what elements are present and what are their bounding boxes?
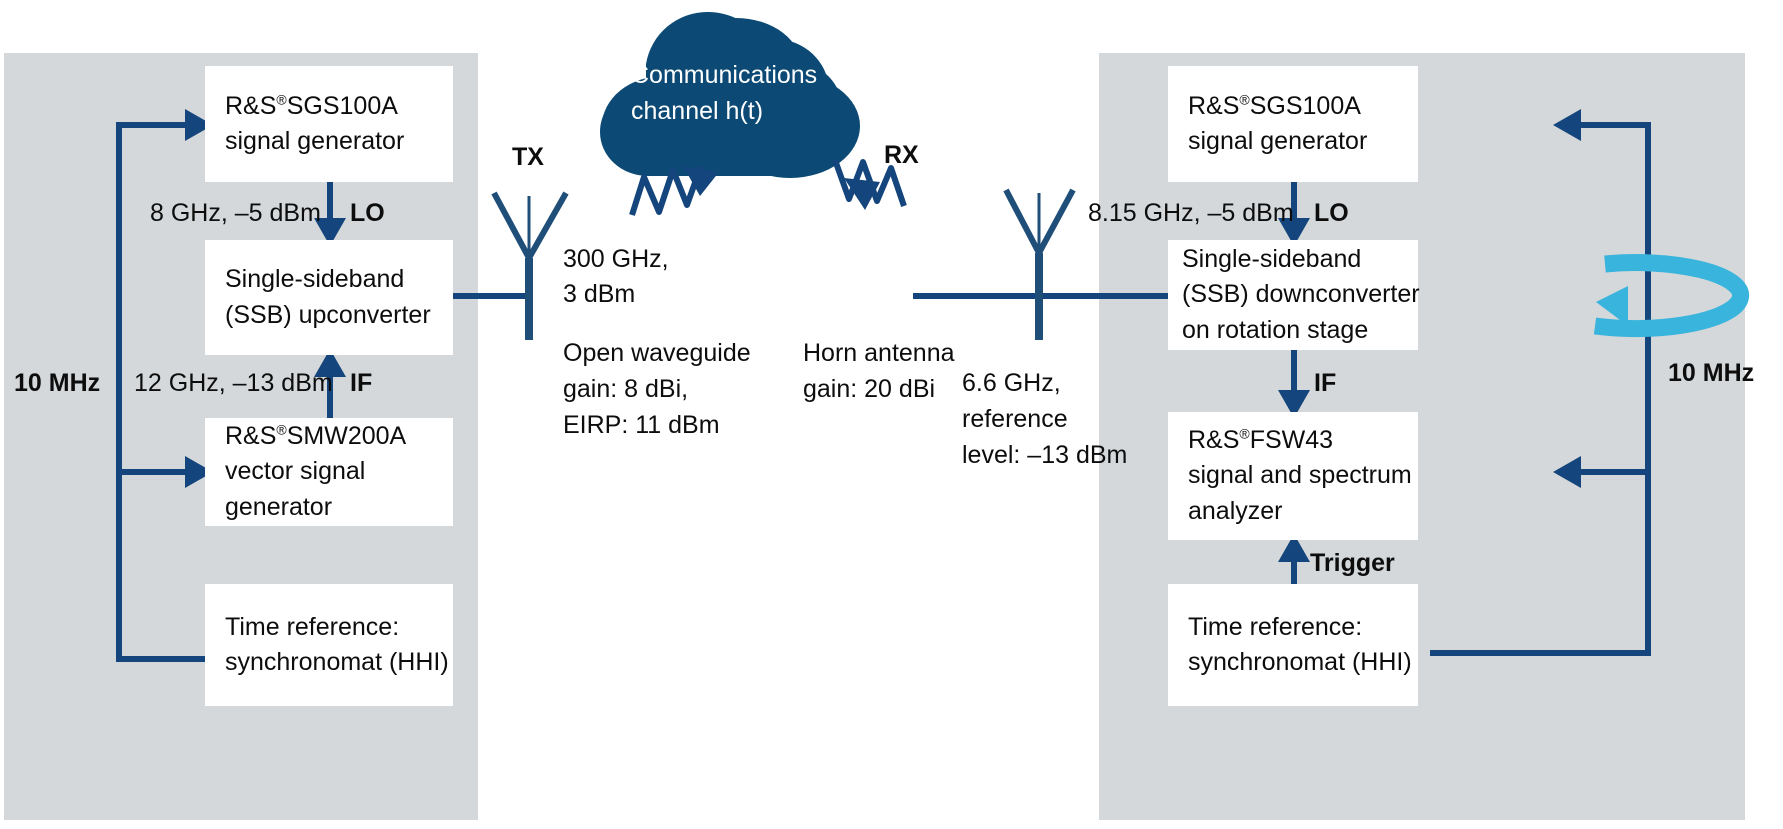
- cloud-label-line-1: channel h(t): [631, 97, 764, 125]
- tx-ref-to-sgs: [116, 122, 208, 128]
- rx-ref-to-timeref: [1430, 650, 1651, 656]
- tx-rf-out-line: [452, 293, 532, 299]
- rx-if-line: [1291, 350, 1297, 412]
- tx-wave-icon: [629, 164, 704, 216]
- rx-box-ssb-downconverter[interactable]: Single-sideband (SSB) downconverter on r…: [1168, 240, 1420, 350]
- rx-ref-to-fsw: [1558, 469, 1651, 475]
- tx-ref-label: 10 MHz: [14, 369, 101, 397]
- tx-if-label: 12 GHz, –13 dBm: [134, 369, 333, 397]
- tx-sgs100a-line-0: R&S®SGS100A: [225, 91, 398, 120]
- rx-level-line-2: level: –13 dBm: [962, 441, 1128, 469]
- rx-trigger-line: [1291, 540, 1297, 600]
- rx-timeref-line-1: synchronomat (HHI): [1188, 648, 1412, 676]
- rx-box-sgs100a[interactable]: R&S®SGS100A signal generator: [1168, 66, 1418, 182]
- rx-antenna-label: RX: [884, 141, 919, 169]
- rx-fsw43-line-2: analyzer: [1188, 496, 1283, 525]
- tx-ref-to-smw: [116, 469, 208, 475]
- tx-link-line-0: 300 GHz,: [563, 245, 669, 273]
- rx-antenna-spec-line-1: gain: 20 dBi: [803, 375, 936, 403]
- tx-ssb-line-0: Single-sideband: [225, 265, 405, 293]
- rx-if-tag: IF: [1314, 369, 1337, 397]
- tx-lo-label: 8 GHz, –5 dBm: [150, 199, 321, 227]
- cloud-label-line-0: Communications: [631, 61, 818, 89]
- rx-wave-arrowhead: [844, 178, 880, 210]
- rx-timeref-line-0: Time reference:: [1188, 612, 1363, 641]
- rx-ref-to-sgs: [1558, 122, 1651, 128]
- rx-sgs100a-line-0: R&S®SGS100A: [1188, 91, 1361, 120]
- tx-smw200a-line-2: generator: [225, 492, 333, 521]
- tx-ssb-line-1: (SSB) upconverter: [225, 300, 431, 329]
- tx-box-smw200a[interactable]: R&S®SMW200A vector signal generator: [205, 418, 453, 526]
- tx-antenna-label: TX: [512, 143, 544, 171]
- rx-level-line-0: 6.6 GHz,: [962, 369, 1061, 397]
- tx-box-time-reference[interactable]: Time reference: synchronomat (HHI): [205, 584, 453, 706]
- tx-ref-to-timeref: [116, 656, 216, 662]
- rx-box-fsw43[interactable]: R&S®FSW43 signal and spectrum analyzer: [1168, 412, 1418, 540]
- rx-ref-label: 10 MHz: [1668, 359, 1755, 387]
- tx-link-line-1: 3 dBm: [563, 280, 636, 308]
- rx-ssb-line-1: (SSB) downconverter: [1182, 280, 1420, 309]
- rx-lo-line: [1291, 180, 1297, 240]
- tx-timeref-line-1: synchronomat (HHI): [225, 648, 449, 676]
- tx-if-line: [327, 355, 333, 418]
- rx-antenna-icon: [1003, 188, 1076, 340]
- rx-ssb-line-0: Single-sideband: [1182, 244, 1362, 273]
- rx-sgs100a-line-1: signal generator: [1188, 127, 1368, 155]
- rx-fsw43-line-0: R&S®FSW43: [1188, 425, 1334, 454]
- tx-ref-trunk: [116, 122, 122, 662]
- tx-wave-arrowhead: [683, 166, 719, 196]
- rx-level-line-1: reference: [962, 405, 1068, 433]
- tx-if-tag: IF: [350, 369, 373, 397]
- tx-antenna-spec-line-2: EIRP: 11 dBm: [563, 411, 720, 439]
- tx-sgs100a-line-1: signal generator: [225, 127, 405, 155]
- rx-antenna-spec-line-0: Horn antenna: [803, 339, 955, 367]
- tx-smw200a-line-0: R&S®SMW200A: [225, 421, 407, 450]
- rx-fsw43-line-1: signal and spectrum: [1188, 461, 1412, 490]
- tx-antenna-icon: [491, 191, 569, 340]
- tx-box-sgs100a[interactable]: R&S®SGS100A signal generator: [205, 66, 453, 182]
- tx-antenna-spec-line-0: Open waveguide: [563, 339, 751, 367]
- tx-timeref-line-0: Time reference:: [225, 612, 400, 641]
- rx-ssb-line-2: on rotation stage: [1182, 315, 1369, 344]
- rx-box-time-reference[interactable]: Time reference: synchronomat (HHI): [1168, 584, 1418, 706]
- tx-lo-tag: LO: [350, 199, 385, 227]
- tx-antenna-spec-line-1: gain: 8 dBi,: [563, 375, 689, 403]
- rx-trigger-tag: Trigger: [1310, 549, 1395, 577]
- tx-lo-line: [327, 180, 333, 240]
- rx-ref-trunk: [1645, 122, 1651, 656]
- rx-lo-tag: LO: [1314, 199, 1349, 227]
- tx-smw200a-line-1: vector signal: [225, 457, 366, 486]
- tx-box-ssb-upconverter[interactable]: Single-sideband (SSB) upconverter: [205, 240, 453, 355]
- rx-rf-in-line: [913, 293, 1175, 299]
- rx-lo-label: 8.15 GHz, –5 dBm: [1088, 199, 1294, 227]
